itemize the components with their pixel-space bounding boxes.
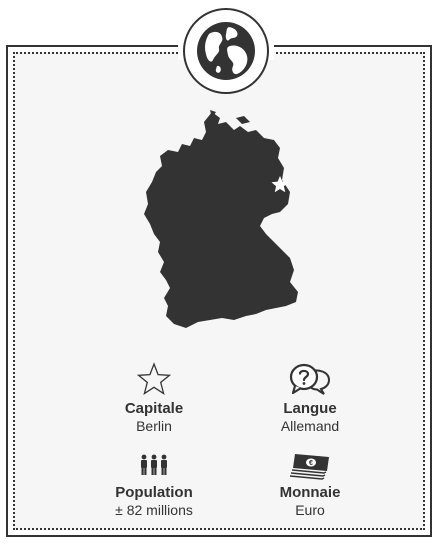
- svg-text:€: €: [309, 460, 313, 467]
- capital-label: Capitale: [124, 400, 184, 417]
- population-label: Population: [115, 484, 193, 501]
- language-value: Allemand: [280, 418, 340, 434]
- people-icon: [84, 452, 224, 476]
- speech-bubbles-icon: [240, 362, 380, 396]
- currency-value: Euro: [295, 502, 325, 518]
- germany-map-icon: [144, 110, 298, 328]
- currency-label: Monnaie: [279, 484, 341, 501]
- globe-badge: [183, 8, 269, 94]
- banknotes-icon: €: [240, 452, 380, 480]
- star-outline-icon: [84, 362, 224, 396]
- fact-capital: Capitale Berlin: [84, 362, 224, 435]
- fact-population: Population ± 82 millions: [84, 452, 224, 519]
- globe-icon: [197, 22, 255, 80]
- capital-value: Berlin: [136, 418, 172, 434]
- language-label: Langue: [283, 400, 337, 417]
- capital-star-icon: [271, 176, 289, 193]
- population-value: ± 82 millions: [115, 502, 193, 518]
- fact-currency: € Monnaie Euro: [240, 452, 380, 519]
- fact-language: Langue Allemand: [240, 362, 380, 435]
